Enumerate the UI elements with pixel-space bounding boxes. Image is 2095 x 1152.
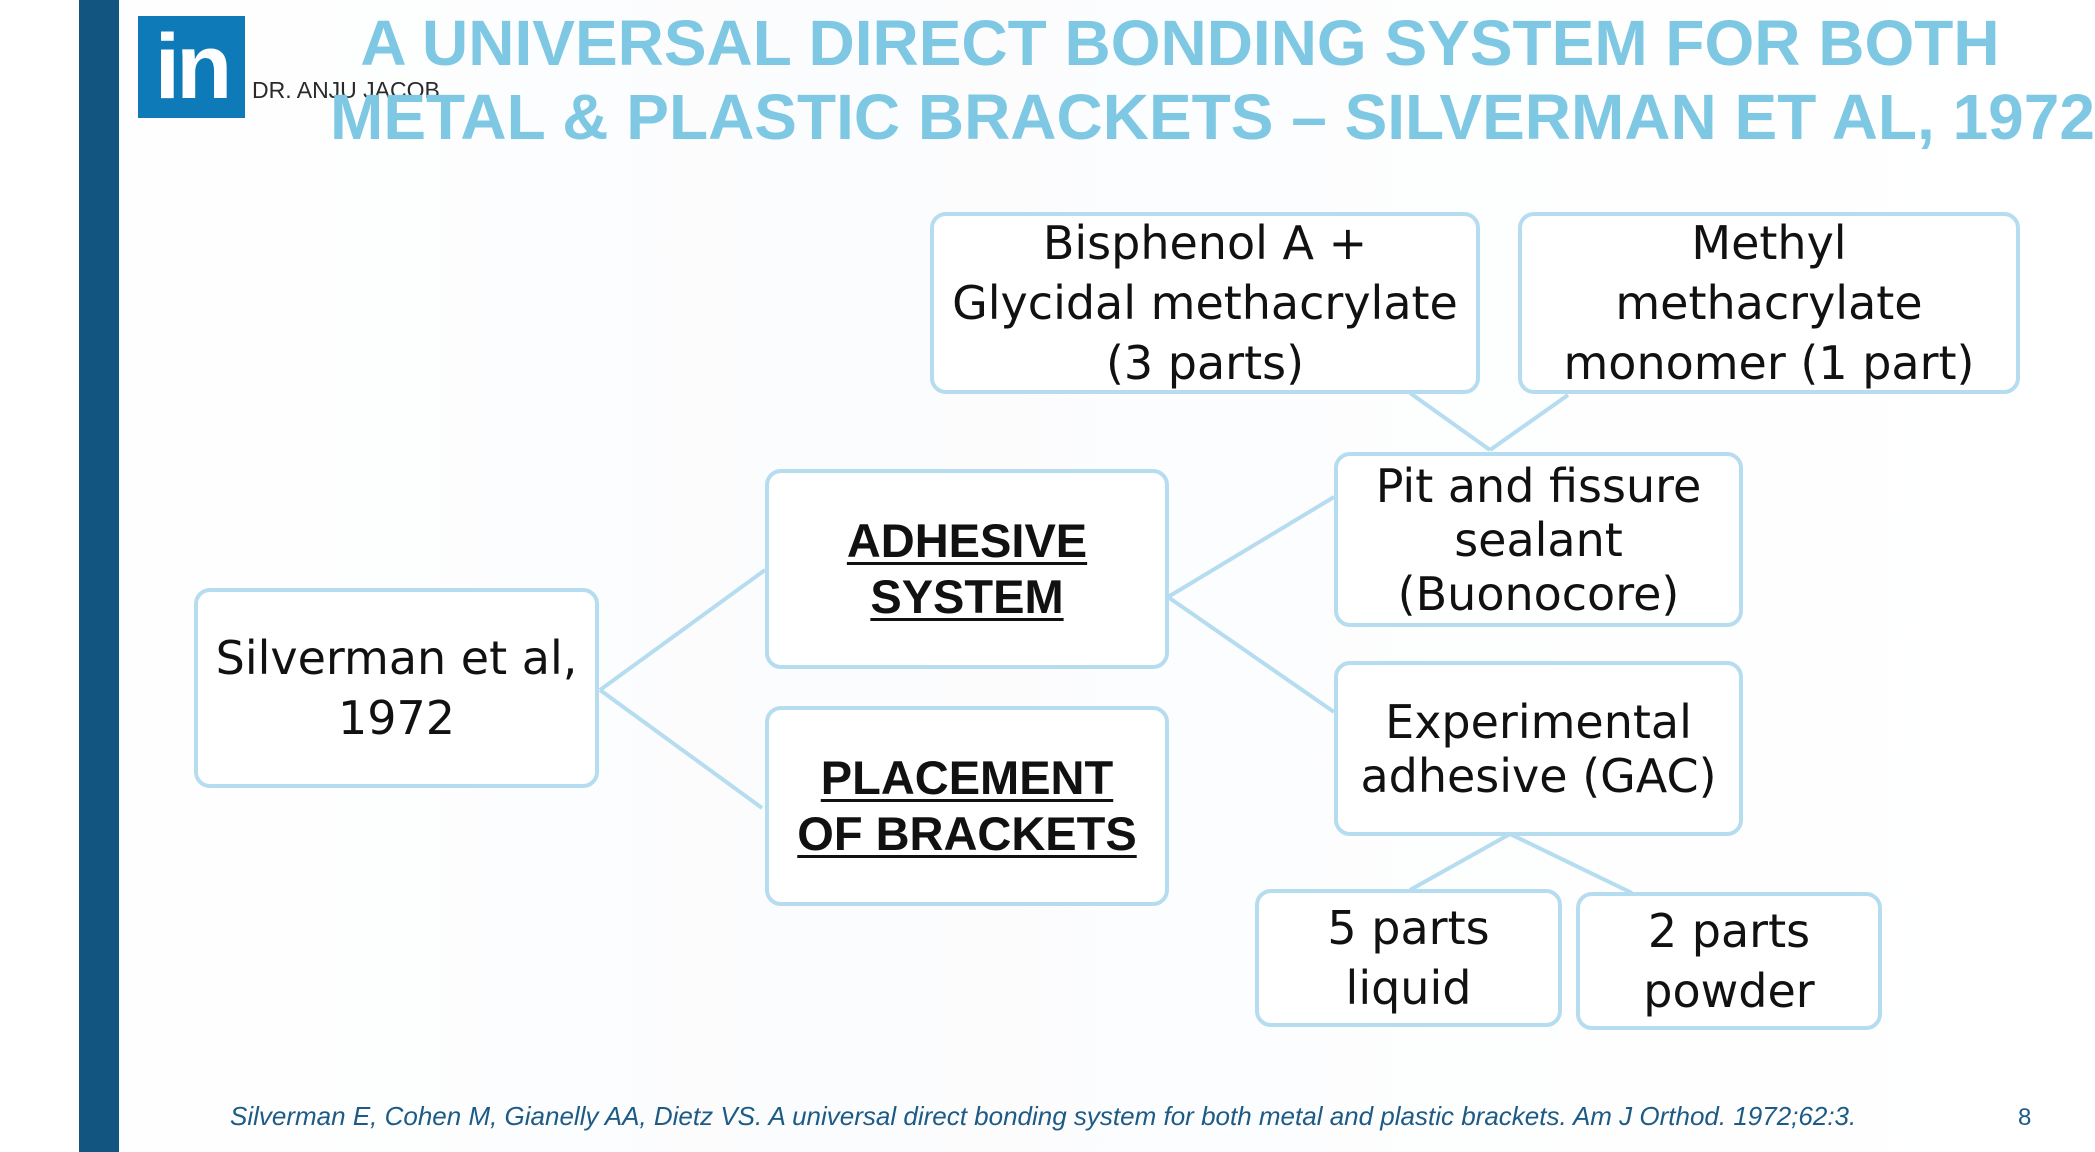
link-experimental-powder (1509, 832, 1633, 895)
link-pit-bisphenol (1408, 391, 1492, 452)
link-pit-methyl (1488, 393, 1570, 452)
node-bisphenol: Bisphenol A + Glycidal methacrylate (3 p… (930, 212, 1480, 394)
title-line-2: METAL & PLASTIC BRACKETS – SILVERMAN ET … (330, 81, 2095, 153)
link-adhesive-pit (1166, 495, 1336, 599)
node-silverman-root: Silverman et al, 1972 (194, 588, 599, 788)
link-root-placement (598, 688, 764, 810)
title-line-1: A UNIVERSAL DIRECT BONDING SYSTEM FOR BO… (360, 7, 2000, 79)
node-powder: 2 parts powder (1576, 892, 1882, 1030)
linkedin-logo-icon: in (138, 16, 245, 118)
left-accent-bar (79, 0, 119, 1152)
node-adhesive-system: ADHESIVE SYSTEM (765, 469, 1169, 669)
node-placement-of-brackets: PLACEMENT OF BRACKETS (765, 706, 1169, 906)
node-liquid: 5 parts liquid (1255, 889, 1562, 1027)
page-number: 8 (2018, 1104, 2032, 1131)
citation-footer: Silverman E, Cohen M, Gianelly AA, Dietz… (230, 1101, 1857, 1131)
node-experimental-adhesive: Experimental adhesive (GAC) (1334, 661, 1743, 836)
link-root-adhesive (598, 568, 767, 692)
node-pit-fissure-sealant: Pit and fissure sealant (Buonocore) (1334, 452, 1743, 627)
connector-lines (598, 391, 1633, 895)
link-experimental-liquid (1409, 832, 1511, 892)
slide-title: A UNIVERSAL DIRECT BONDING SYSTEM FOR BO… (330, 6, 2095, 154)
node-methyl-methacrylate: Methyl methacrylate monomer (1 part) (1518, 212, 2020, 394)
author-label: DR. ANJU JACOB (252, 77, 440, 103)
link-adhesive-experimental (1166, 595, 1336, 714)
